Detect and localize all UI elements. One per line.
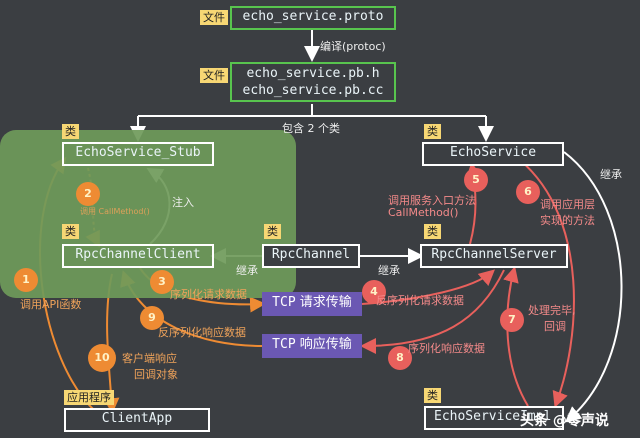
tcp-response-box: TCP 响应传输 [262, 334, 362, 358]
echoservice-box[interactable]: EchoService [422, 142, 564, 166]
step-4-badge: 4 [362, 280, 386, 304]
pb-h-file: echo_service.pb.h [246, 66, 380, 81]
flow-4 [361, 269, 495, 305]
step-8-badge: 8 [388, 346, 412, 370]
step-5-method: CallMethod() [388, 206, 459, 219]
step-7-text-2: 回调 [544, 320, 566, 333]
step-3-text: 序列化请求数据 [170, 288, 247, 301]
tcp-request-prefix: TCP [272, 295, 296, 310]
inherit-left-label: 继承 [236, 264, 258, 277]
flow-7 [503, 266, 529, 407]
step-10-text: 客户端响应 [122, 352, 177, 365]
step-5-text: 调用服务入口方法 [388, 194, 476, 207]
channel-server-box[interactable]: RpcChannelServer [420, 244, 568, 268]
flow-8 [360, 269, 505, 354]
step-7-badge: 7 [500, 308, 524, 332]
pb-cc-file: echo_service.pb.cc [242, 83, 384, 98]
class-tag: 类 [264, 224, 281, 239]
inherit-right-label: 继承 [378, 264, 400, 277]
step-6-badge: 6 [516, 180, 540, 204]
step-6-text: 调用应用层 [540, 198, 595, 211]
class-tag: 类 [62, 224, 79, 239]
watermark: 头条 @零声说 [520, 413, 609, 429]
step-3-badge: 3 [150, 270, 174, 294]
class-tag: 类 [424, 224, 441, 239]
file-tag: 文件 [200, 68, 228, 83]
client-app-box[interactable]: ClientApp [64, 408, 210, 432]
tcp-response-prefix: TCP [272, 337, 296, 352]
step-2-badge: 2 [76, 182, 100, 206]
rpc-channel-box[interactable]: RpcChannel [262, 244, 360, 268]
step-7-text: 处理完毕, [528, 304, 576, 317]
compile-label: 编译(protoc) [320, 40, 386, 53]
proto-file-box[interactable]: echo_service.proto [230, 6, 396, 30]
step-10-badge: 10 [88, 344, 116, 372]
step-4-text: 反序列化请求数据 [376, 294, 464, 307]
impl-box[interactable]: EchoServiceImpl [424, 406, 564, 430]
inherit-far-arrow [563, 151, 623, 423]
step-8-text: 序列化响应数据 [408, 342, 485, 355]
channel-client-box[interactable]: RpcChannelClient [62, 244, 214, 268]
class-tag: 类 [62, 124, 79, 139]
app-tag: 应用程序 [64, 390, 114, 405]
step-1-badge: 1 [14, 268, 38, 292]
tcp-request-text: 请求传输 [299, 295, 352, 310]
tcp-response-text: 响应传输 [299, 337, 352, 352]
pb-files-box[interactable]: echo_service.pb.h echo_service.pb.cc [230, 62, 396, 102]
inject-label: 注入 [172, 196, 194, 209]
step-1-text: 调用API函数 [20, 298, 82, 311]
class-tag: 类 [424, 388, 441, 403]
client-side-area [0, 130, 296, 298]
step-9-text: 反序列化响应数据 [158, 326, 246, 339]
stub-box[interactable]: EchoService_Stub [62, 142, 214, 166]
step-10-text-2: 回调对象 [134, 368, 178, 381]
file-tag: 文件 [200, 10, 228, 25]
step-6-text-2: 实现的方法 [540, 214, 595, 227]
flow-6 [519, 159, 575, 408]
contains-label: 包含 2 个类 [282, 122, 340, 135]
step-5-badge: 5 [464, 168, 488, 192]
class-tag: 类 [424, 124, 441, 139]
contains-arrow [137, 104, 487, 136]
step-9-badge: 9 [140, 306, 164, 330]
tcp-request-box: TCP 请求传输 [262, 292, 362, 316]
inherit-far-label: 继承 [600, 168, 622, 181]
step-2-text: 调用 CallMethod() [80, 207, 150, 216]
